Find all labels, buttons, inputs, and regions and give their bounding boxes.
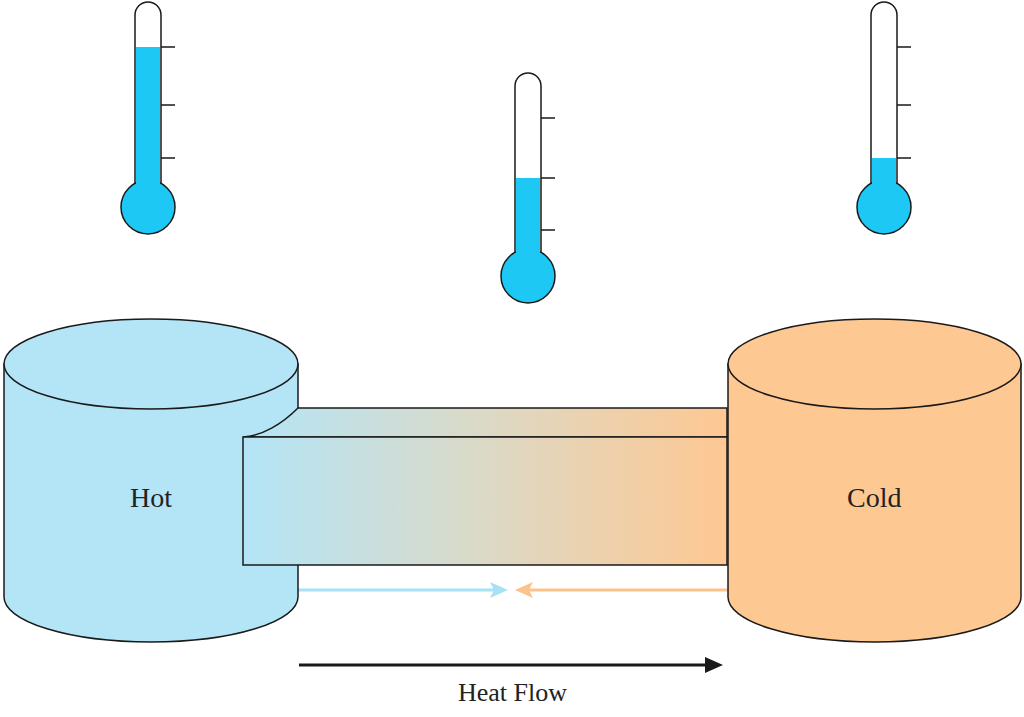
thermometer-tube: [871, 2, 897, 212]
thermometer-bulb: [501, 249, 555, 303]
flow-arrow-head: [515, 582, 533, 598]
rod-top-face: [243, 408, 727, 437]
cylinder-top: [728, 319, 1021, 409]
flow-arrow-line: [298, 589, 496, 592]
thermometer-ticks: [541, 118, 555, 230]
thermometer: [121, 2, 175, 234]
edge-group: [299, 657, 723, 673]
thermometer-bulb: [121, 180, 175, 234]
rod-front-face: [243, 437, 727, 565]
flow-arrows: [298, 582, 727, 598]
thermometer-ticks: [161, 47, 175, 158]
edge-label: Heat Flow: [458, 678, 567, 708]
node-label: Cold: [847, 482, 901, 514]
cylinder-top: [4, 319, 298, 409]
thermometer-bulb: [857, 180, 911, 234]
flow-arrow-head: [490, 582, 508, 598]
node-label: Hot: [130, 482, 172, 514]
arrowhead: [705, 657, 723, 673]
thermometer-tube: [135, 2, 161, 212]
flow-arrow-line: [527, 589, 727, 592]
thermometer-liquid: [872, 176, 896, 186]
heat-flow-arrow: [299, 664, 709, 667]
thermometer: [857, 2, 911, 234]
thermometer-ticks: [897, 47, 911, 158]
thermometer-liquid: [516, 245, 540, 255]
thermometer-liquid: [136, 176, 160, 186]
thermometer: [501, 73, 555, 303]
cold-reservoir: Cold: [727, 318, 1022, 680]
thermometer-tube: [515, 73, 541, 281]
